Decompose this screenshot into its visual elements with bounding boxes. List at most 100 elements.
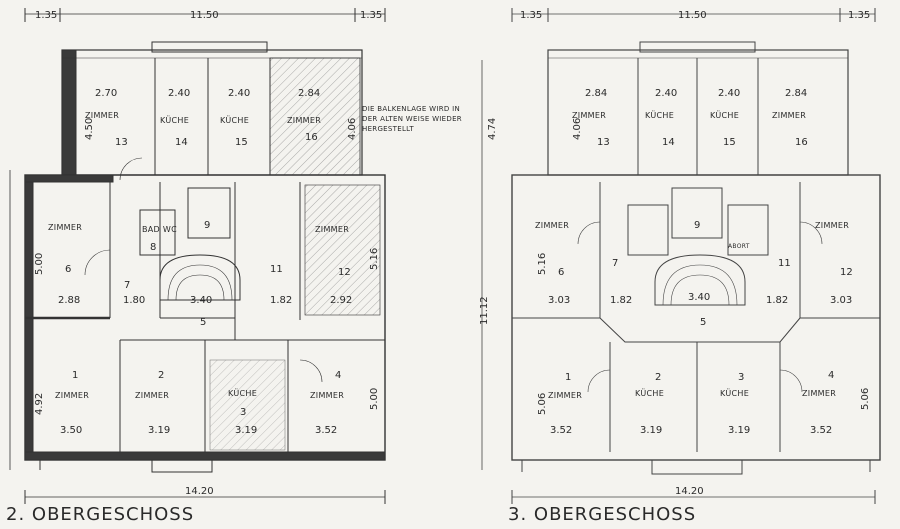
room-dim: 3.19 (235, 425, 257, 436)
plan-title: 2. OBERGESCHOSS (6, 504, 194, 525)
room-name: KÜCHE (635, 388, 664, 398)
room-dim: 1.82 (610, 295, 632, 306)
room-number: 2 (158, 370, 164, 381)
room-name: ZIMMER (802, 389, 836, 398)
room-number: 13 (115, 137, 128, 148)
dim-top-right: 1.35 (360, 10, 382, 21)
room-number: 4 (828, 370, 834, 381)
room-dim: 3.03 (548, 295, 570, 306)
room-dim: 2.92 (330, 295, 352, 306)
dim-left-3: 4.92 (34, 393, 45, 415)
room-dim: 2.40 (718, 88, 740, 99)
dim-right-1: 4.06 (347, 118, 358, 140)
plan-title: 3. OBERGESCHOSS (508, 504, 696, 525)
room-dim: 2.84 (785, 88, 807, 99)
room-dim: 3.52 (550, 425, 572, 436)
room-dim: 3.19 (640, 425, 662, 436)
room-name: ZIMMER (548, 391, 582, 400)
room-dim: 3.19 (148, 425, 170, 436)
room-number: 11 (778, 258, 791, 269)
room-dim: 1.82 (766, 295, 788, 306)
plan-2-obergeschoss (9, 8, 386, 504)
room-name: ZIMMER (572, 111, 606, 120)
room-number: 14 (662, 137, 675, 148)
dim-right-1: 4.74 (487, 118, 498, 140)
room-number: 16 (305, 132, 318, 143)
room-dim: 3.52 (315, 425, 337, 436)
room-number: 14 (175, 137, 188, 148)
room-number: 9 (204, 220, 210, 231)
room-name: ZIMMER (772, 111, 806, 120)
dim-right-2: 11.12 (479, 296, 490, 325)
room-name: KÜCHE (228, 388, 257, 398)
room-name: BAD WC (142, 225, 177, 234)
dim-right-3: 5.06 (860, 388, 871, 410)
room-number: 9 (694, 220, 700, 231)
room-name: ZIMMER (48, 223, 82, 232)
room-dim: 2.84 (585, 88, 607, 99)
room-number: 6 (558, 267, 564, 278)
room-number: 3 (738, 372, 744, 383)
room-name: KÜCHE (160, 115, 189, 125)
room-name: KÜCHE (220, 115, 249, 125)
room-number: 12 (338, 267, 351, 278)
room-dim: 2.84 (298, 88, 320, 99)
room-number: 4 (335, 370, 341, 381)
room-number: 3 (240, 407, 246, 418)
room-number: 1 (72, 370, 78, 381)
room-name: ZIMMER (287, 116, 321, 125)
room-number: 11 (270, 264, 283, 275)
plan-3-obergeschoss (481, 8, 881, 504)
room-name: ABORT (728, 243, 750, 250)
room-number: 5 (200, 317, 206, 328)
room-name: ZIMMER (315, 225, 349, 234)
room-name: ZIMMER (55, 391, 89, 400)
room-number: 13 (597, 137, 610, 148)
room-number: 7 (612, 258, 618, 269)
room-dim: 3.19 (728, 425, 750, 436)
room-number: 8 (150, 242, 156, 253)
room-number: 15 (235, 137, 248, 148)
dim-left-2: 5.16 (537, 253, 548, 275)
room-name: ZIMMER (310, 391, 344, 400)
room-dim: 3.52 (810, 425, 832, 436)
room-dim: 1.82 (270, 295, 292, 306)
room-number: 5 (700, 317, 706, 328)
room-name: KÜCHE (645, 110, 674, 120)
room-dim: 3.40 (190, 295, 212, 306)
dim-bottom: 14.20 (675, 486, 704, 497)
room-dim: 2.40 (168, 88, 190, 99)
dim-left-1: 4.06 (572, 118, 583, 140)
room-number: 1 (565, 372, 571, 383)
room-number: 2 (655, 372, 661, 383)
dim-left-2: 5.00 (34, 253, 45, 275)
room-number: 12 (840, 267, 853, 278)
room-number: 7 (124, 280, 130, 291)
room-name: ZIMMER (135, 391, 169, 400)
room-number: 6 (65, 264, 71, 275)
room-dim: 3.40 (688, 292, 710, 303)
room-dim: 3.03 (830, 295, 852, 306)
room-dim: 3.50 (60, 425, 82, 436)
dim-top-left: 1.35 (35, 10, 57, 21)
room-name: ZIMMER (85, 111, 119, 120)
dim-left-3: 5.06 (537, 393, 548, 415)
dim-bottom: 14.20 (185, 486, 214, 497)
beam-note: DIE BALKENLAGE WIRD IN DER ALTEN WEISE W… (362, 105, 462, 133)
room-name: ZIMMER (815, 221, 849, 230)
room-dim: 2.88 (58, 295, 80, 306)
dim-right-3: 5.00 (369, 388, 380, 410)
dim-right-2: 5.16 (369, 248, 380, 270)
room-name: ZIMMER (535, 221, 569, 230)
dim-top-right: 1.35 (848, 10, 870, 21)
dim-left-1: 4.50 (84, 118, 95, 140)
plan-3-labels: 1.35 11.50 1.35 14.20 4.06 5.16 5.06 4.7… (479, 10, 871, 525)
dim-top-mid: 11.50 (678, 10, 707, 21)
room-name: KÜCHE (720, 388, 749, 398)
plan-2-labels: 1.35 11.50 1.35 14.20 4.50 5.00 4.92 4.0… (6, 10, 462, 525)
room-name: KÜCHE (710, 110, 739, 120)
dim-top-left: 1.35 (520, 10, 542, 21)
room-dim: 2.70 (95, 88, 117, 99)
